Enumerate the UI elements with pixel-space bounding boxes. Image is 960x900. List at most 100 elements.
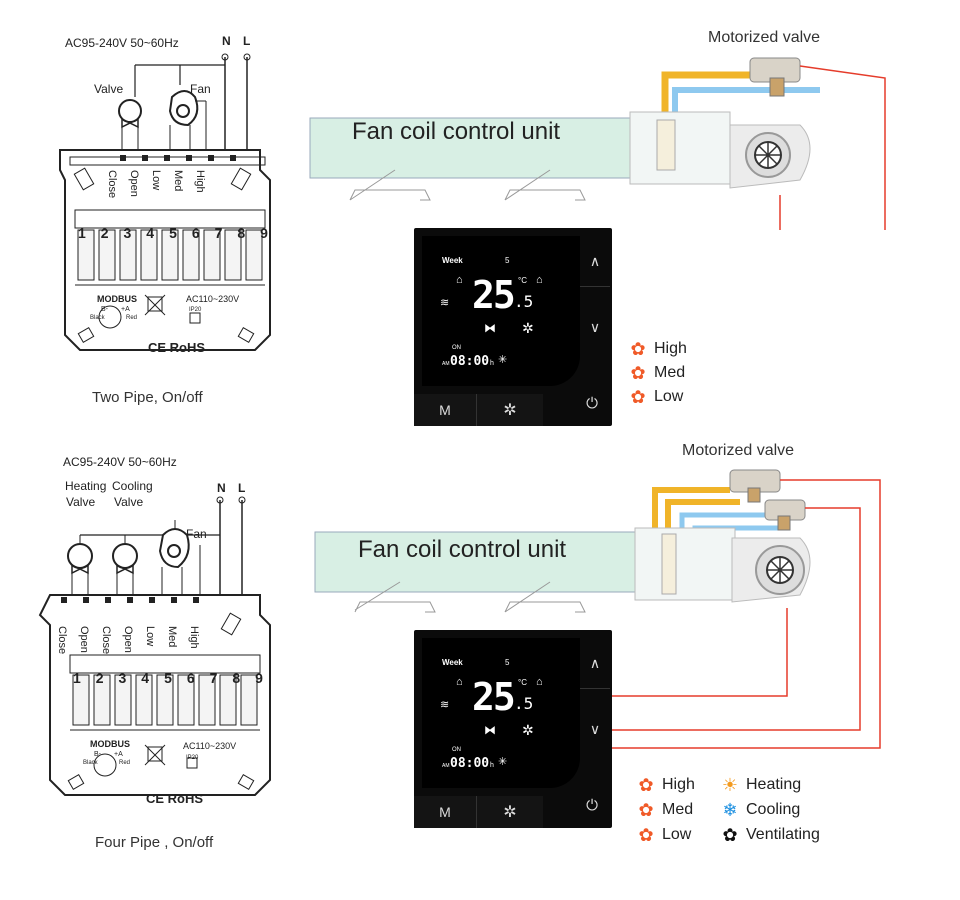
top-mode-button[interactable]: M [414, 394, 477, 426]
terminal-number: 5 [164, 670, 172, 686]
legend-label: Low [662, 826, 692, 843]
bottom-thermostat: Week 5 ⌂ ⌂ ≋ 25 .5 °C ⧓ ✲ ON AM 08:00 h … [414, 630, 612, 828]
top-supply-label: AC95-240V 50~60Hz [65, 36, 179, 50]
terminal-number: 9 [260, 225, 268, 241]
away-icon: ⌂ [536, 274, 543, 286]
bottom-ac-rating: AC110~230V [183, 741, 237, 751]
fan-high-icon: ✿ [638, 775, 654, 795]
bottom-n-label: N [217, 481, 226, 495]
top-ip-rating: IP20 [189, 307, 202, 313]
top-fan-button[interactable]: ✲ [477, 394, 543, 426]
terminal-number: 7 [214, 225, 223, 241]
top-black-label: Black [90, 315, 105, 321]
top-day-label: 5 [505, 256, 510, 265]
bottom-am-label: AM [442, 763, 450, 769]
fan-status-icon: ✲ [522, 722, 534, 738]
top-down-button[interactable]: ∨ [580, 302, 610, 352]
terminal-number: 2 [100, 225, 109, 241]
top-temp-decimal: .5 [514, 292, 534, 311]
ventilating-fan-icon: ✿ [722, 825, 738, 845]
top-fan-label: Fan [190, 82, 211, 96]
bottom-terminal-label-med: Med [166, 626, 178, 648]
bottom-cooling-valve-word: Valve [114, 495, 144, 509]
terminal-number: 1 [73, 670, 81, 686]
bottom-a-label: +A [114, 751, 123, 758]
bottom-wiring-diagram [38, 496, 271, 796]
fan-low-icon: ✿ [638, 825, 654, 845]
bottom-terminal-numbers: 1 2 3 4 5 6 7 8 9 [73, 670, 263, 686]
top-ac-rating: AC110~230V [186, 294, 240, 304]
wifi-icon: ≋ [440, 297, 450, 309]
top-h-label: h [490, 360, 494, 367]
bottom-down-button[interactable]: ∨ [580, 704, 610, 754]
bottom-mode-button[interactable]: M [414, 796, 477, 828]
bottom-week-label: Week [442, 658, 463, 667]
legend-label: Low [654, 388, 684, 405]
bottom-supply-label: AC95-240V 50~60Hz [63, 455, 177, 469]
bottom-motorized-valve-title: Motorized valve [682, 442, 795, 459]
chevron-up-icon: ∧ [589, 654, 601, 671]
chevron-down-icon: ∨ [589, 720, 601, 737]
bottom-on-label: ON [452, 747, 461, 753]
terminal-number: 5 [169, 225, 177, 241]
legend-item-med: ✿ Med [628, 364, 687, 382]
terminal-number: 1 [78, 225, 86, 241]
top-temp-display: 25 [472, 273, 516, 317]
legend-item-ventilating: ✿ Ventilating [720, 825, 819, 845]
legend-item-heating: ☀ Heating [720, 776, 820, 794]
bottom-terminal-label-close-2: Close [100, 626, 112, 655]
heating-sun-icon: ☀ [721, 775, 739, 795]
top-b-label: B- [101, 306, 108, 313]
legend-item-high: ✿ High [628, 340, 687, 358]
terminal-number: 4 [141, 670, 150, 686]
bottom-temp-unit: °C [518, 678, 527, 687]
valve-status-icon: ⧓ [484, 723, 496, 737]
legend-item-med: ✿ Med [636, 801, 695, 819]
top-thermostat-screen [422, 236, 580, 386]
power-icon: ⏻ [586, 394, 598, 412]
snowflake-icon: ✳ [498, 354, 508, 366]
bottom-unit-title: Fan coil control unit [358, 536, 567, 563]
bottom-temp-decimal: .5 [514, 694, 534, 713]
top-thermostat: Week 5 ⌂ ⌂ ≋ 25 .5 °C ⧓ ✲ ON AM 08:00 h … [414, 228, 612, 426]
fan-status-icon: ✲ [522, 320, 534, 336]
top-terminal-label-low: Low [150, 170, 162, 191]
bottom-fan-speed-legend: ✿ High ✿ Med ✿ Low [636, 775, 695, 845]
bottom-up-button[interactable]: ∧ [580, 638, 610, 689]
bottom-mode-legend: ☀ Heating ❄ Cooling ✿ Ventilating [720, 776, 820, 844]
terminal-number: 3 [123, 225, 132, 241]
top-red-label: Red [126, 315, 138, 321]
bottom-h-label: h [490, 762, 494, 769]
wifi-icon: ≋ [440, 699, 450, 711]
top-unit-title: Fan coil control unit [352, 118, 561, 145]
bottom-temp-display: 25 [472, 675, 516, 719]
top-motorized-valve-title: Motorized valve [708, 29, 821, 46]
bottom-terminal-label-close-1: Close [56, 626, 68, 655]
top-time-display: 08:00 [450, 354, 490, 369]
terminal-number: 9 [255, 670, 263, 686]
top-up-button[interactable]: ∧ [580, 236, 610, 287]
bottom-terminal-label-high: High [188, 626, 200, 649]
top-power-button[interactable]: ⏻ [572, 383, 612, 423]
chevron-down-icon: ∨ [589, 318, 601, 335]
top-on-label: ON [452, 345, 461, 351]
bottom-caption: Four Pipe , On/off [95, 834, 214, 851]
legend-label: High [654, 340, 687, 357]
fan-icon: ✲ [503, 402, 517, 419]
top-modbus-label: MODBUS [97, 294, 137, 304]
bottom-thermostat-screen [422, 638, 580, 788]
bottom-power-button[interactable]: ⏻ [572, 785, 612, 825]
terminal-number: 6 [191, 225, 200, 241]
chevron-up-icon: ∧ [589, 252, 601, 269]
bottom-fan-button[interactable]: ✲ [477, 796, 543, 828]
bottom-terminal-label-low: Low [144, 626, 156, 647]
top-ce-rohs: CE RoHS [148, 340, 206, 355]
top-l-label: L [243, 34, 251, 48]
top-am-label: AM [442, 361, 450, 367]
bottom-time-display: 08:00 [450, 756, 490, 771]
bottom-fan-label: Fan [186, 527, 207, 541]
top-fan-coil-illustration [309, 57, 886, 230]
top-terminal-numbers: 1 2 3 4 5 6 7 8 9 [78, 225, 268, 241]
top-wiring-diagram [59, 53, 271, 351]
bottom-day-label: 5 [505, 658, 510, 667]
